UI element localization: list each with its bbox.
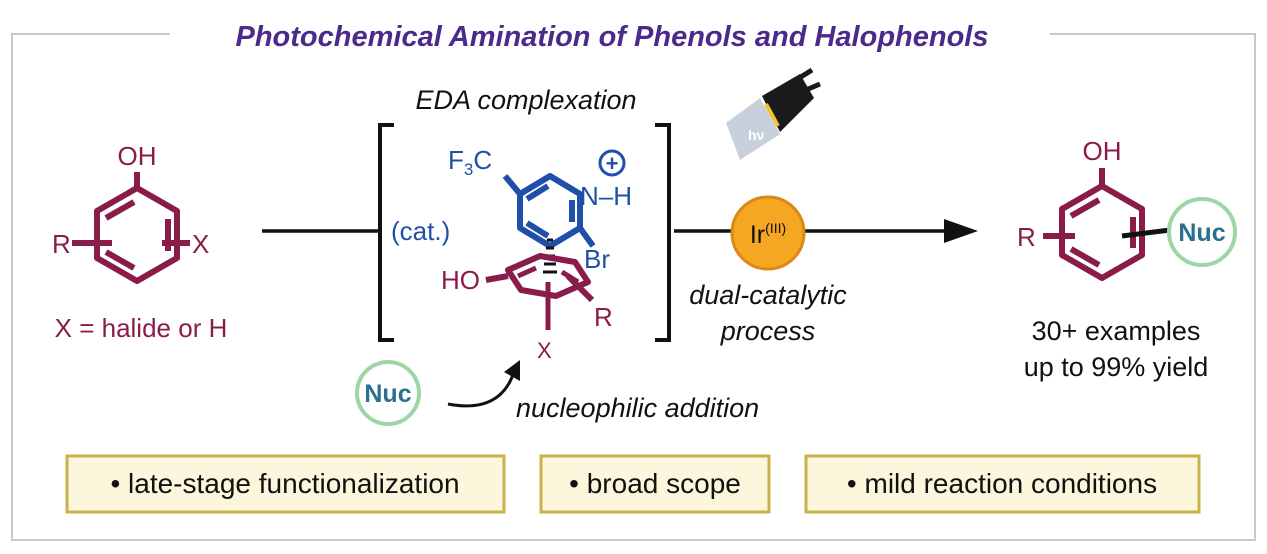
feature-late-stage: • late-stage functionalization bbox=[110, 468, 459, 499]
bracket-right bbox=[655, 123, 671, 342]
pyridinium-structure: F3C N–H + Br bbox=[448, 145, 632, 274]
complex-x-label: X bbox=[537, 338, 552, 363]
product-ring bbox=[1059, 183, 1145, 281]
ho-label: HO bbox=[441, 265, 480, 295]
stacked-phenol-ring bbox=[505, 253, 591, 299]
nucleophilic-addition-label: nucleophilic addition bbox=[516, 393, 759, 423]
reactant-oh-label: OH bbox=[118, 141, 157, 171]
feature-box-late-stage: • late-stage functionalization bbox=[65, 454, 506, 514]
reactant-ring bbox=[94, 185, 180, 284]
reactant-structure: OH R X bbox=[52, 141, 209, 284]
process-line-1: dual-catalytic bbox=[689, 280, 847, 310]
positive-charge: + bbox=[606, 151, 619, 176]
nucleophile-badge: Nuc bbox=[355, 360, 421, 426]
iridium-catalyst-label: Ir(III) bbox=[750, 220, 786, 249]
positive-charge-circle bbox=[598, 149, 626, 177]
complex-r-label: R bbox=[594, 302, 613, 332]
cf3-bond bbox=[502, 174, 523, 196]
ho-bond bbox=[485, 273, 509, 283]
reactant-x-label: X bbox=[192, 229, 209, 259]
nucleophile-label: Nuc bbox=[364, 380, 411, 408]
product-nuc-bond bbox=[1121, 227, 1171, 239]
bracket-left bbox=[378, 123, 394, 342]
cf3-label: F3C bbox=[448, 145, 492, 179]
iridium-catalyst-badge: Ir(III) bbox=[730, 195, 806, 271]
feature-mild-conditions: • mild reaction conditions bbox=[847, 468, 1157, 499]
complex-r-bond bbox=[565, 273, 595, 303]
flashlight-icon: hν bbox=[726, 67, 821, 160]
product-oh-label: OH bbox=[1083, 136, 1122, 166]
reaction-arrowhead bbox=[944, 219, 978, 243]
reactant-caption: X = halide or H bbox=[55, 313, 228, 343]
product-r-label: R bbox=[1017, 222, 1036, 252]
nh-label: N–H bbox=[580, 181, 632, 211]
title-backdrop bbox=[170, 16, 1050, 52]
br-label: Br bbox=[584, 244, 610, 274]
reactant-r-label: R bbox=[52, 229, 71, 259]
catalyst-tag: (cat.) bbox=[391, 216, 450, 246]
product-yield: up to 99% yield bbox=[1024, 352, 1209, 382]
scheme-title: Photochemical Amination of Phenols and H… bbox=[236, 21, 989, 53]
product-nucleophile-label: Nuc bbox=[1178, 219, 1225, 247]
process-line-2: process bbox=[720, 316, 816, 346]
feature-box-broad-scope: • broad scope bbox=[539, 454, 771, 514]
product-nucleophile-badge: Nuc bbox=[1167, 197, 1237, 267]
nucleophilic-attack-arrow bbox=[447, 371, 516, 408]
eda-header: EDA complexation bbox=[415, 85, 636, 115]
br-bond bbox=[577, 226, 596, 248]
feature-box-mild-conditions: • mild reaction conditions bbox=[804, 454, 1201, 514]
light-label: hν bbox=[748, 127, 765, 143]
stacked-phenol-structure: HO R X bbox=[441, 253, 613, 363]
product-examples: 30+ examples bbox=[1032, 316, 1201, 346]
feature-broad-scope: • broad scope bbox=[569, 468, 741, 499]
light-beam bbox=[726, 98, 780, 160]
product-structure: OH R bbox=[1017, 136, 1171, 281]
nucleophilic-attack-arrowhead bbox=[504, 360, 520, 381]
